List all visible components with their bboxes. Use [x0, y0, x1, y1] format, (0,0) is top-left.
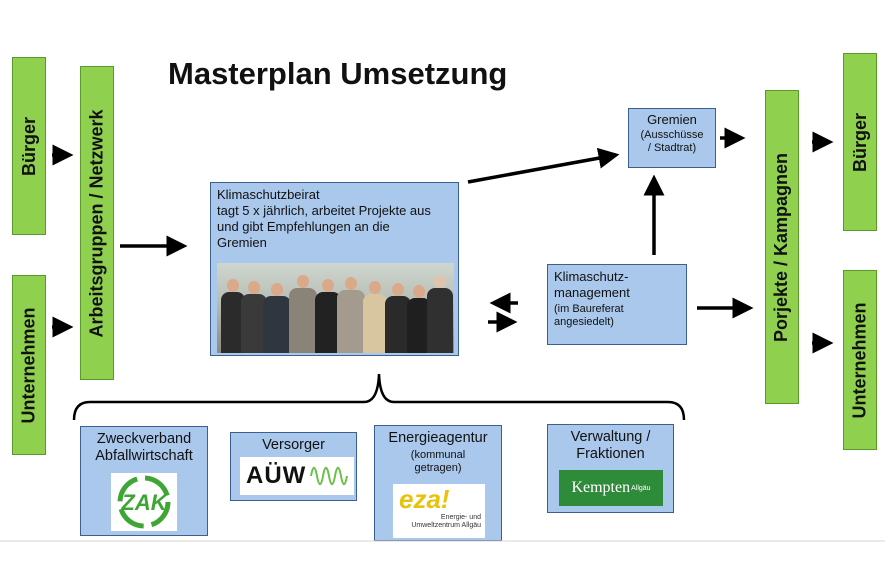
klimaschutzmanagement-box: Klimaschutz- management (im Baureferat a…: [547, 264, 687, 345]
zak-logo: ZAK: [111, 473, 177, 531]
right-unternehmen-box: Unternehmen: [843, 270, 877, 450]
beirat-line2: und gibt Empfehlungen an die: [217, 219, 390, 234]
klimaschutzbeirat-box: Klimaschutzbeirat tagt 5 x jährlich, arb…: [210, 182, 459, 356]
page-title: Masterplan Umsetzung: [168, 56, 508, 91]
zweckverband-box: Zweckverband Abfallwirtschaft ZAK: [80, 426, 208, 536]
beirat-line1: tagt 5 x jährlich, arbeitet Projekte aus: [217, 203, 431, 218]
right-buerger-box: Bürger: [843, 53, 877, 231]
wave-icon: [310, 466, 349, 486]
kempten-logo-sup: Allgäu: [631, 484, 651, 492]
eza-logo: eza! Energie- und Umweltzentrum Allgäu: [393, 484, 485, 538]
energieagentur-title: Energieagentur: [388, 430, 488, 446]
eza-logo-sub2: Umweltzentrum Allgäu: [411, 522, 481, 529]
zak-logo-graphic: ZAK: [117, 475, 171, 529]
gremien-line1: (Ausschüsse: [640, 129, 704, 141]
versorger-title: Versorger: [262, 437, 325, 453]
members-bracket: [72, 373, 686, 421]
left-unternehmen-box: Unternehmen: [12, 275, 46, 455]
kempten-logo-text: Kempten: [571, 479, 631, 496]
gremien-title: Gremien: [647, 112, 697, 127]
beirat-line3: Gremien: [217, 235, 267, 250]
zweckverband-line2: Abfallwirtschaft: [95, 448, 193, 464]
management-line4: angesiedelt): [554, 316, 614, 328]
auew-logo-text: AÜW: [246, 462, 307, 489]
arrow-beirat-to-gremien: [467, 147, 620, 184]
eza-logo-sub1: Energie- und: [440, 514, 481, 521]
management-line3: (im Baureferat: [554, 303, 624, 315]
zak-logo-text: ZAK: [120, 490, 168, 515]
auew-logo: AÜW: [240, 457, 354, 495]
management-line2: management: [554, 285, 630, 300]
gremien-line2: / Stadtrat): [647, 142, 697, 154]
verwaltung-line2: Fraktionen: [576, 446, 645, 462]
management-line1: Klimaschutz-: [554, 269, 629, 284]
eza-logo-text: eza!: [399, 484, 450, 514]
gremien-box: Gremien (Ausschüsse / Stadtrat): [628, 108, 716, 168]
energieagentur-line1: (kommunal: [410, 449, 466, 461]
left-buerger-box: Bürger: [12, 57, 46, 235]
verwaltung-line1: Verwaltung /: [570, 429, 651, 445]
projekte-box: Porjekte / Kampagnen: [765, 90, 799, 404]
beirat-title: Klimaschutzbeirat: [217, 187, 320, 202]
zweckverband-line1: Zweckverband: [96, 431, 192, 447]
energieagentur-line2: getragen): [414, 462, 462, 474]
beirat-group-photo: [217, 263, 454, 353]
arbeitsgruppen-box: Arbeitsgruppen / Netzwerk: [80, 66, 114, 380]
versorger-box: Versorger AÜW: [230, 432, 357, 501]
